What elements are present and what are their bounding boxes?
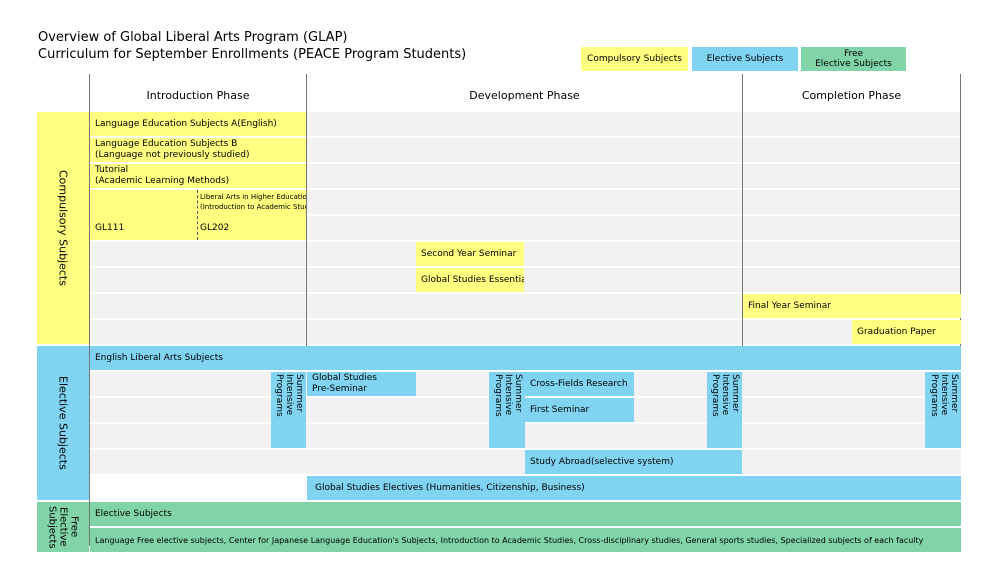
bar-global-studies-essentials: Global Studies Essentials xyxy=(416,268,524,292)
bar-language-b-sublabel: (Language not previously studied) xyxy=(95,150,250,160)
bar-summer-intensive: Summer Intensive Programs xyxy=(489,372,525,448)
bar-summer-intensive: Summer Intensive Programs xyxy=(707,372,742,448)
phase-divider xyxy=(960,74,961,346)
phase-divider xyxy=(89,74,90,546)
bar-gl-courses xyxy=(90,190,306,240)
legend-elective: Elective Subjects xyxy=(692,47,798,71)
category-compulsory: Compulsory Subjects xyxy=(37,112,89,344)
bar-study-abroad-label: Study Abroad(selective system) xyxy=(530,456,674,467)
bar-graduation-paper: Graduation Paper xyxy=(852,320,961,344)
bar-study-abroad: Study Abroad(selective system) xyxy=(525,450,742,474)
phase-divider xyxy=(306,74,307,346)
bar-free-elective-subjects: Elective Subjects xyxy=(90,502,961,526)
category-elective-label: Elective Subjects xyxy=(56,376,70,470)
bar-summer-intensive: Summer Intensive Programs xyxy=(925,372,961,448)
category-free-elective-label: Free Elective Subjects xyxy=(46,505,80,549)
bar-english-liberal-arts-label: English Liberal Arts Subjects xyxy=(95,352,223,363)
bar-language-free-electives-label: Language Free elective subjects, Center … xyxy=(95,535,924,545)
bar-cross-fields-research-label: Cross-Fields Research xyxy=(530,378,628,389)
bar-free-elective-subjects-label: Elective Subjects xyxy=(95,508,172,519)
legend-compulsory: Compulsory Subjects xyxy=(581,47,688,71)
bar-summer-intensive-label: Summer Intensive Programs xyxy=(274,374,304,417)
bar-summer-intensive: Summer Intensive Programs xyxy=(271,372,306,448)
bar-gs-electives: Global Studies Electives (Humanities, Ci… xyxy=(307,476,961,500)
bar-language-a: Language Education Subjects A(English) xyxy=(90,112,306,136)
bar-cross-fields-research: Cross-Fields Research xyxy=(525,372,634,396)
bar-language-b: Language Education Subjects B (Language … xyxy=(90,138,306,162)
course-gl202: GL202 xyxy=(198,216,306,240)
bar-global-studies-essentials-label: Global Studies Essentials xyxy=(421,274,524,285)
phase-introduction: Introduction Phase xyxy=(146,88,250,102)
phase-divider xyxy=(742,74,743,346)
course-gl111-label: GL111 xyxy=(95,222,125,233)
bar-tutorial-sublabel: (Academic Learning Methods) xyxy=(95,176,230,186)
course-divider xyxy=(197,190,198,240)
course-gl202-label: GL202 xyxy=(200,222,230,233)
legend-free-elective: Free Elective Subjects xyxy=(801,47,906,71)
bar-summer-intensive-label: Summer Intensive Programs xyxy=(929,374,959,417)
bar-gs-electives-label: Global Studies Electives (Humanities, Ci… xyxy=(315,482,585,493)
bar-gs-preseminar-label: Global Studies xyxy=(312,373,377,383)
page-subtitle: Curriculum for September Enrollments (PE… xyxy=(38,47,467,62)
bar-second-year-seminar-label: Second Year Seminar xyxy=(421,248,517,259)
bar-tutorial-label: Tutorial xyxy=(95,165,129,175)
bar-gs-preseminar-sublabel: Pre-Seminar xyxy=(312,384,367,394)
phase-completion: Completion Phase xyxy=(801,88,902,102)
bar-liberal-arts: Liberal Arts in Higher Education (Introd… xyxy=(198,191,306,213)
bar-graduation-paper-label: Graduation Paper xyxy=(857,326,936,337)
bar-language-a-label: Language Education Subjects A(English) xyxy=(95,118,277,129)
bar-first-seminar: First Seminar xyxy=(525,398,634,422)
bar-second-year-seminar: Second Year Seminar xyxy=(416,242,524,266)
bar-language-b-label: Language Education Subjects B xyxy=(95,139,238,149)
bar-language-free-electives: Language Free elective subjects, Center … xyxy=(90,528,961,552)
category-free-elective: Free Elective Subjects xyxy=(37,502,89,552)
bar-first-seminar-label: First Seminar xyxy=(530,404,590,415)
bar-english-liberal-arts: English Liberal Arts Subjects xyxy=(90,346,961,370)
bar-final-year-seminar: Final Year Seminar xyxy=(743,294,961,318)
bar-summer-intensive-label: Summer Intensive Programs xyxy=(710,374,740,417)
bar-final-year-seminar-label: Final Year Seminar xyxy=(748,300,831,311)
phase-development: Development Phase xyxy=(469,88,580,102)
bar-liberal-arts-sublabel: (Introduction to Academic Studies) xyxy=(200,203,306,211)
category-elective: Elective Subjects xyxy=(37,346,89,500)
bar-summer-intensive-label: Summer Intensive Programs xyxy=(493,374,523,417)
bar-tutorial: Tutorial (Academic Learning Methods) xyxy=(90,164,306,188)
page-title: Overview of Global Liberal Arts Program … xyxy=(38,30,348,45)
category-compulsory-label: Compulsory Subjects xyxy=(56,170,70,286)
bar-liberal-arts-label: Liberal Arts in Higher Education xyxy=(200,193,306,201)
course-gl111: GL111 xyxy=(90,216,197,240)
bar-gs-preseminar: Global Studies Pre-Seminar xyxy=(307,372,416,396)
